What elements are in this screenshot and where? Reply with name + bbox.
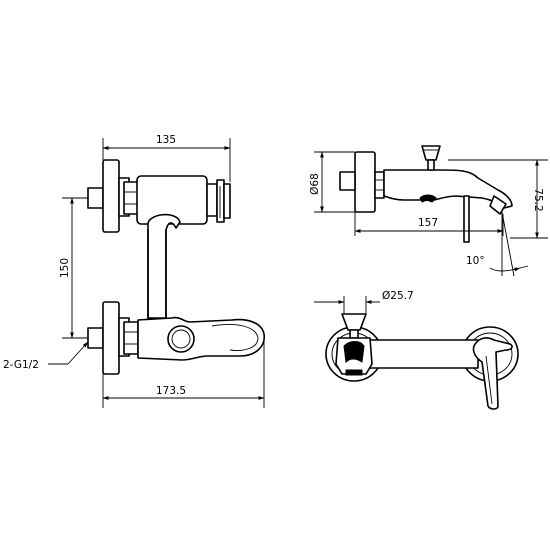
diverter-knob-side bbox=[421, 145, 441, 171]
dim-angle-10: 10° bbox=[466, 211, 529, 277]
dim-label-135: 135 bbox=[156, 134, 176, 146]
dim-diameter-25-7: Ø25.7 bbox=[314, 290, 414, 314]
connecting-pipe bbox=[147, 213, 181, 319]
diverter-knob-front bbox=[335, 313, 373, 376]
dim-157: 157 bbox=[354, 212, 504, 236]
front-view: Ø25.7 bbox=[314, 290, 519, 410]
dim-75-2: 75.2 bbox=[448, 159, 548, 239]
dim-label-diameter-25-7: Ø25.7 bbox=[382, 290, 414, 302]
spout-outlet bbox=[489, 195, 507, 215]
dim-label-diameter-68: Ø68 bbox=[309, 173, 321, 195]
hose-pin bbox=[463, 195, 470, 243]
dim-diameter-68: Ø68 bbox=[309, 151, 355, 213]
lever-side bbox=[419, 194, 437, 203]
thread-callout: 2-G1/2 bbox=[3, 341, 89, 371]
dim-135: 135 bbox=[102, 134, 231, 182]
dim-label-angle: 10° bbox=[466, 255, 485, 267]
dim-150: 150 bbox=[59, 197, 88, 339]
dim-label-150: 150 bbox=[59, 258, 71, 278]
dim-173-5: 173.5 bbox=[102, 336, 265, 408]
valve-body-upper bbox=[136, 175, 231, 225]
lever-handle-top bbox=[137, 316, 265, 361]
mixer-body-front bbox=[367, 339, 479, 369]
lower-inlet bbox=[87, 301, 139, 375]
wall-flange bbox=[354, 151, 376, 213]
dim-label-173-5: 173.5 bbox=[156, 385, 186, 397]
dim-label-thread: 2-G1/2 bbox=[3, 359, 39, 371]
lever-handle-front bbox=[472, 337, 513, 410]
dim-label-157: 157 bbox=[418, 217, 438, 229]
top-view: 135 150 2-G1/2 173.5 bbox=[3, 134, 265, 408]
upper-inlet bbox=[87, 159, 139, 233]
dim-label-75-2: 75.2 bbox=[532, 188, 544, 211]
side-view: Ø68 157 75.2 10° bbox=[309, 145, 548, 277]
